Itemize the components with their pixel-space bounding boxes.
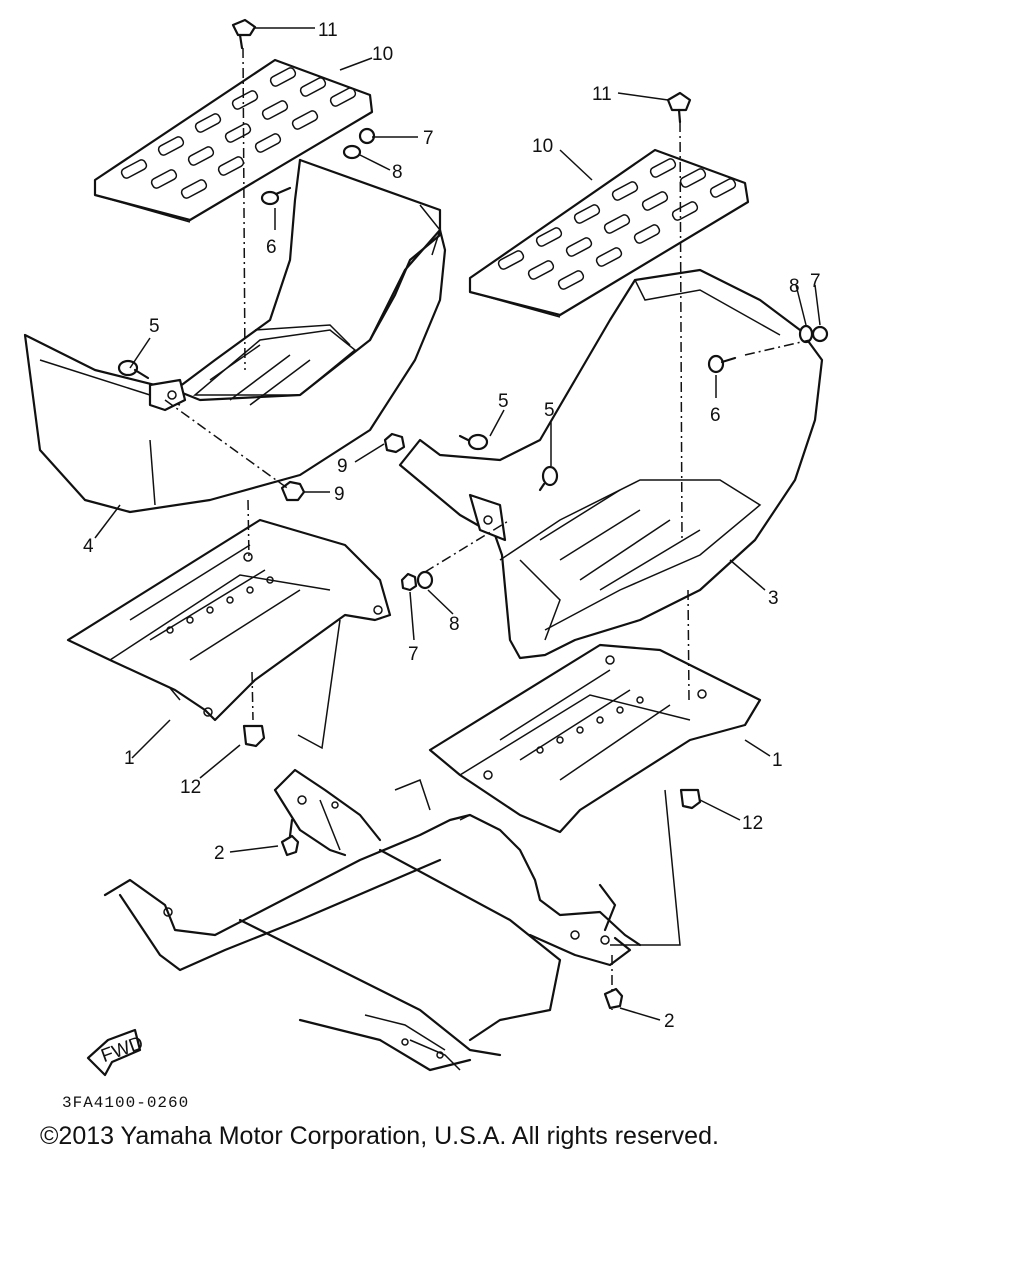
left-bolt-11 — [231, 18, 257, 50]
callout-right-5a: 5 — [498, 391, 509, 412]
callout-right-2: 2 — [664, 1011, 675, 1032]
callout-left-11: 11 — [318, 20, 338, 41]
callout-left-4: 4 — [83, 536, 94, 557]
callout-right-8: 8 — [789, 276, 800, 297]
callout-left-5: 5 — [149, 316, 160, 337]
left-footrest-bracket — [66, 518, 392, 722]
callout-right-8b: 8 — [449, 614, 460, 635]
left-footrest-guard — [23, 158, 447, 514]
right-bolt-2 — [603, 987, 624, 1010]
right-footrest-bracket — [428, 643, 762, 834]
right-bolt-5a — [458, 433, 489, 451]
right-grommet-12 — [679, 788, 702, 810]
right-bolt-6 — [707, 354, 737, 374]
left-bolt-6 — [260, 186, 292, 206]
right-nut-7 — [811, 325, 829, 343]
right-footrest-guard — [398, 268, 824, 660]
left-nut-7 — [358, 127, 376, 145]
callout-right-1: 1 — [772, 750, 783, 771]
right-washer-8b — [416, 570, 434, 590]
callout-left-1: 1 — [124, 748, 135, 769]
callout-left-12: 12 — [180, 777, 201, 798]
exploded-parts-diagram: FWD 11 10 7 8 6 5 9 4 1 12 2 11 10 8 7 6… — [23, 18, 829, 1077]
right-bolt-5b — [538, 465, 559, 492]
left-bolt-2 — [280, 818, 300, 857]
callout-right-12: 12 — [742, 813, 763, 834]
callout-left-10: 10 — [372, 44, 393, 65]
callout-left-2: 2 — [214, 843, 225, 864]
callout-right-7: 7 — [810, 271, 821, 292]
callout-right-11: 11 — [592, 84, 612, 105]
left-nut-9 — [280, 480, 306, 502]
frame — [103, 768, 642, 1072]
fwd-arrow-icon: FWD — [86, 1028, 146, 1077]
right-washer-8 — [798, 324, 814, 344]
left-footrest-board — [93, 58, 374, 223]
callout-right-5b: 5 — [544, 400, 555, 421]
left-washer-8 — [342, 144, 362, 160]
right-nut-9 — [383, 432, 406, 454]
callout-right-9: 9 — [337, 456, 348, 477]
callout-right-7b: 7 — [408, 644, 419, 665]
right-bolt-11 — [666, 91, 692, 124]
left-grommet-12 — [242, 724, 266, 748]
callout-right-10: 10 — [532, 136, 553, 157]
callout-left-8: 8 — [392, 162, 403, 183]
callout-left-9: 9 — [334, 484, 345, 505]
copyright-notice: ©2013 Yamaha Motor Corporation, U.S.A. A… — [40, 1122, 719, 1150]
callout-left-6: 6 — [266, 237, 277, 258]
right-nut-7b — [400, 572, 418, 592]
callout-right-3: 3 — [768, 588, 779, 609]
callout-left-7: 7 — [423, 128, 434, 149]
part-code: 3FA4100-0260 — [62, 1094, 190, 1112]
right-footrest-board — [468, 148, 750, 318]
fwd-label: FWD — [98, 1033, 146, 1068]
callout-right-6: 6 — [710, 405, 721, 426]
